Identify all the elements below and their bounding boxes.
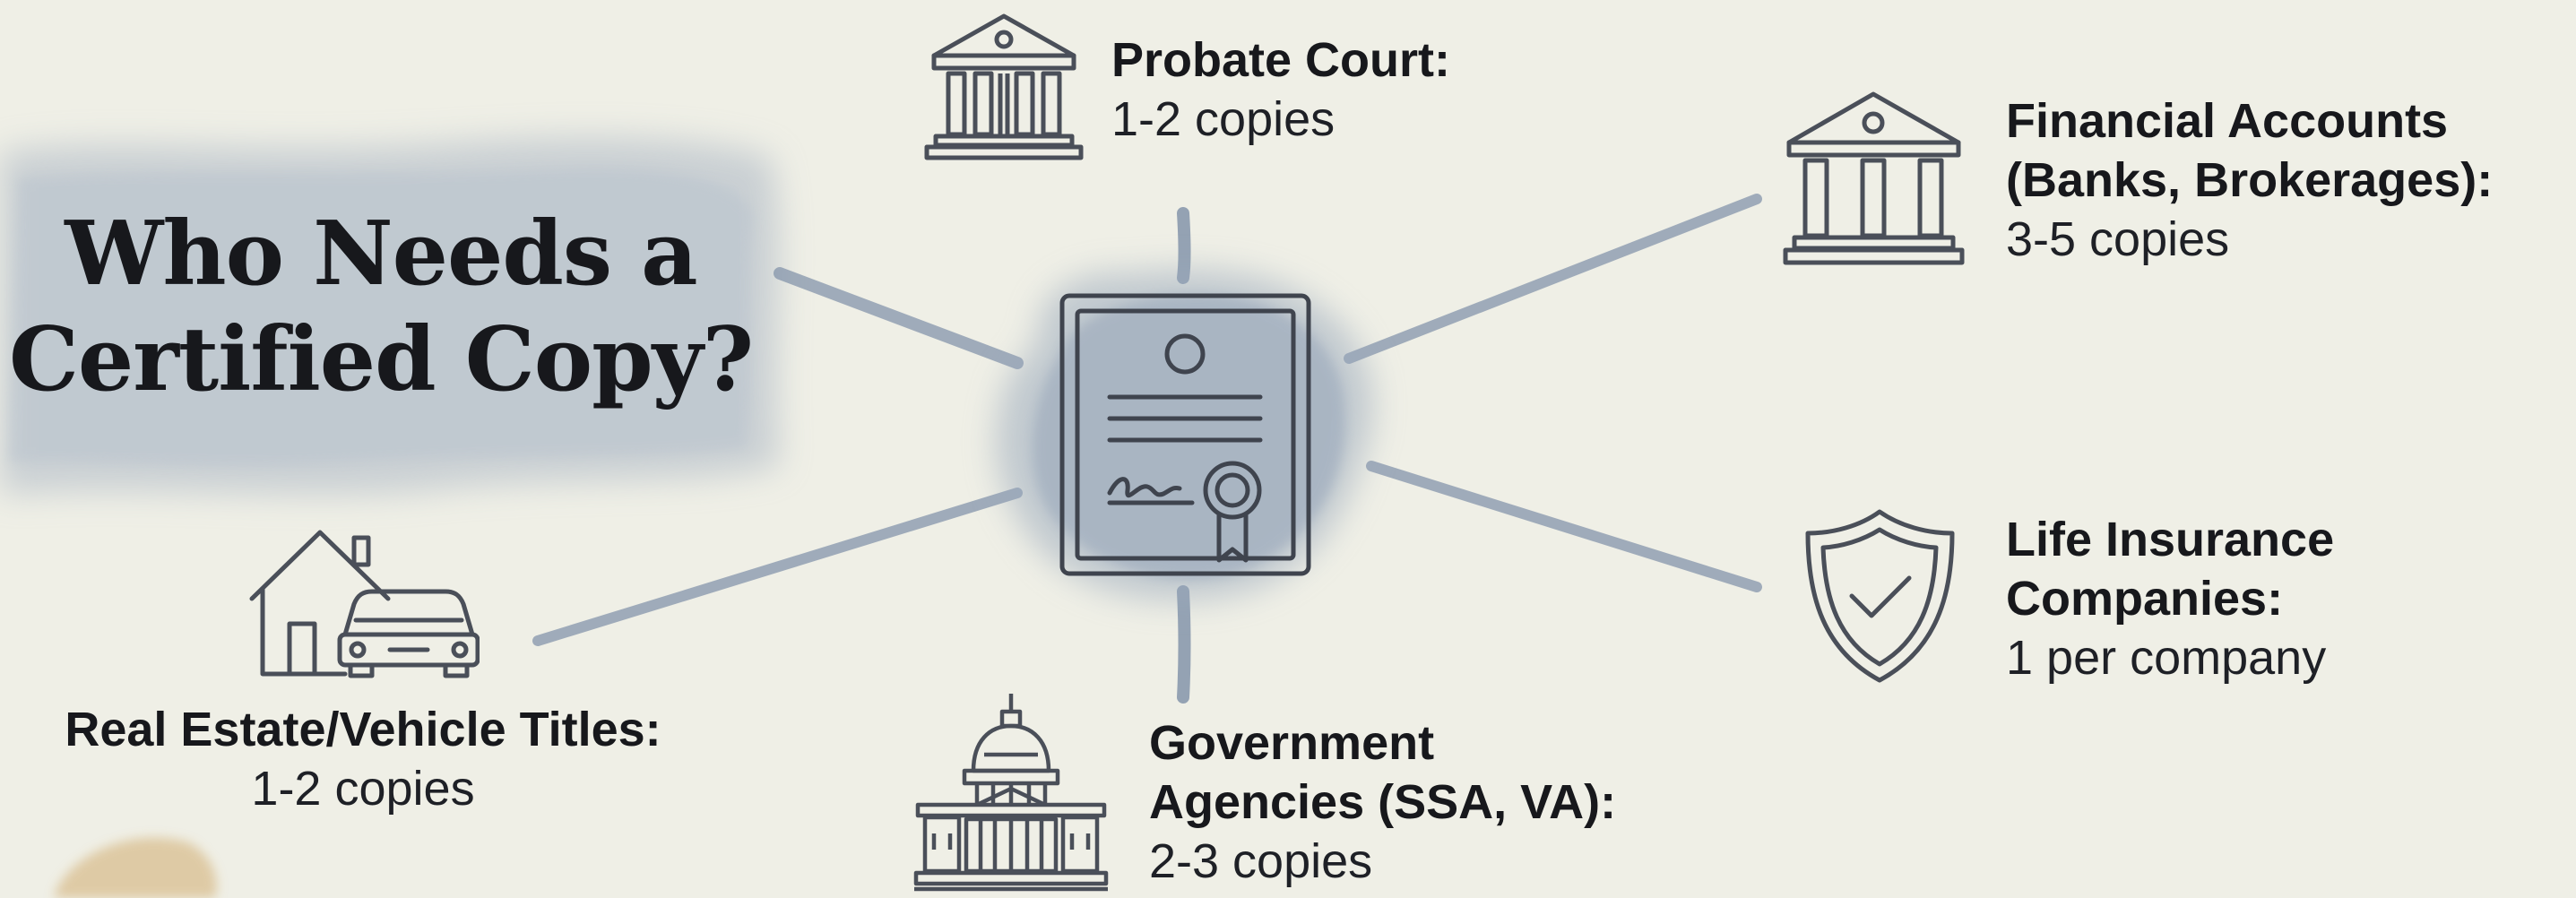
title-wash: [0, 137, 780, 495]
probate-court-copies: 1-2 copies: [1111, 91, 1336, 146]
life-insurance-heading-1: Life Insurance: [2006, 513, 2335, 566]
government-agencies-label: Government Agencies (SSA, VA): 2-3 copie…: [1149, 714, 1616, 892]
capitol-building-icon: [912, 692, 1110, 894]
shield-check-icon: [1802, 506, 1958, 686]
real-estate-copies: 1-2 copies: [251, 761, 475, 816]
page-title: Who Needs a Certified Copy?: [0, 202, 825, 412]
financial-accounts-heading-2: (Banks, Brokerages):: [2006, 152, 2494, 207]
life-insurance-detail: 1 per company: [2006, 630, 2327, 685]
title-line-2: Certified Copy?: [8, 307, 754, 411]
financial-accounts-copies: 3-5 copies: [2006, 212, 2230, 266]
house-car-icon: [246, 527, 480, 679]
real-estate-label: Real Estate/Vehicle Titles: 1-2 copies: [4, 701, 722, 819]
financial-accounts-heading-1: Financial Accounts: [2006, 94, 2449, 148]
courthouse-icon: [923, 9, 1085, 161]
probate-court-label: Probate Court: 1-2 copies: [1111, 31, 1450, 150]
connector-rays: [532, 194, 1762, 704]
government-agencies-copies: 2-3 copies: [1149, 833, 1373, 888]
government-agencies-heading-1: Government: [1149, 716, 1435, 770]
bank-icon: [1782, 87, 1966, 266]
center-wash: [996, 269, 1373, 600]
title-line-1: Who Needs a: [65, 203, 697, 306]
financial-accounts-label: Financial Accounts (Banks, Brokerages): …: [2006, 92, 2493, 270]
life-insurance-heading-2: Companies:: [2006, 571, 2284, 626]
real-estate-heading: Real Estate/Vehicle Titles:: [65, 703, 661, 756]
life-insurance-label: Life Insurance Companies: 1 per company: [2006, 511, 2334, 688]
tan-wash: [54, 837, 217, 898]
government-agencies-heading-2: Agencies (SSA, VA):: [1149, 774, 1617, 829]
probate-court-heading: Probate Court:: [1111, 33, 1450, 87]
certificate-icon: [1058, 291, 1318, 587]
